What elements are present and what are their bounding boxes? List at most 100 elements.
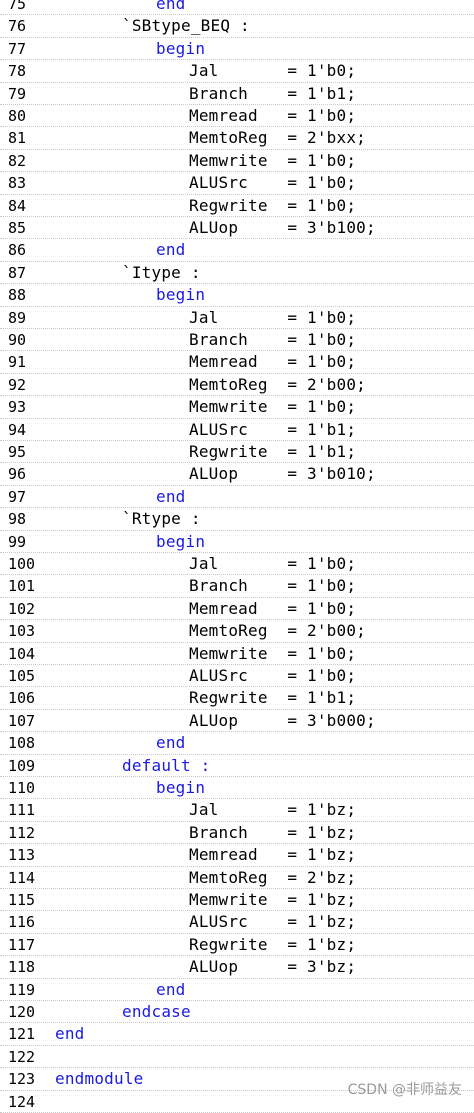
- line-separator: [0, 14, 474, 16]
- code-line[interactable]: 85 ALUop = 3'b100;: [0, 217, 474, 240]
- code-line[interactable]: 98`Rtype :: [0, 508, 474, 531]
- line-separator: [0, 171, 474, 173]
- csdn-watermark: CSDN @非师益友: [347, 1082, 462, 1098]
- code-keyword: end: [156, 979, 186, 999]
- code-text: Jal = 1'b0;: [189, 554, 357, 573]
- code-text: ALUop = 3'bz;: [189, 957, 357, 977]
- line-number: 102: [8, 599, 36, 618]
- line-separator: [0, 955, 474, 957]
- line-number: 118: [8, 958, 36, 977]
- line-separator: [0, 865, 474, 867]
- code-line[interactable]: 123 endmodule: [0, 1068, 474, 1091]
- line-number: 80: [8, 107, 27, 125]
- code-line[interactable]: 117 Regwrite = 1'bz;: [0, 934, 474, 957]
- code-keyword: endmodule: [55, 1069, 144, 1089]
- line-number: 92: [8, 375, 27, 394]
- code-line[interactable]: 87`Itype :: [0, 262, 474, 285]
- code-line[interactable]: 76`SBtype_BEQ :: [0, 15, 474, 38]
- line-number: 96: [8, 465, 27, 484]
- line-separator: [0, 551, 474, 553]
- code-keyword: begin: [156, 38, 206, 58]
- code-text: Regwrite = 1'b1;: [189, 442, 357, 461]
- line-separator: [0, 395, 474, 397]
- line-separator: [0, 81, 474, 83]
- code-line[interactable]: 118 ALUop = 3'bz;: [0, 956, 474, 979]
- line-number: 105: [8, 667, 36, 685]
- line-separator: [0, 932, 474, 934]
- code-line[interactable]: 119 end: [0, 979, 474, 1001]
- code-line[interactable]: 107 ALUop = 3'b000;: [0, 710, 474, 733]
- line-number: 107: [8, 711, 36, 730]
- line-number: 85: [8, 219, 27, 237]
- line-separator: [0, 1089, 474, 1091]
- code-text: Regwrite = 1'bz;: [189, 934, 357, 954]
- line-separator: [0, 731, 474, 733]
- code-keyword: begin: [156, 285, 206, 305]
- line-separator: [0, 977, 474, 979]
- code-keyword: end: [156, 733, 186, 753]
- line-number: 78: [8, 62, 27, 81]
- line-number: 84: [8, 196, 27, 215]
- line-number: 119: [8, 980, 36, 999]
- code-keyword: end: [156, 0, 186, 13]
- line-number: 93: [8, 398, 27, 417]
- line-separator: [0, 1022, 474, 1024]
- line-number: 79: [8, 84, 27, 103]
- line-number: 117: [8, 935, 36, 954]
- line-number: 82: [8, 151, 27, 170]
- code-text: Regwrite = 1'b1;: [189, 688, 357, 708]
- line-number: 76: [8, 17, 27, 36]
- code-keyword: begin: [156, 531, 206, 551]
- line-number: 110: [8, 779, 36, 797]
- line-number: 103: [8, 622, 36, 641]
- line-number: 115: [8, 891, 36, 909]
- code-text: ALUSrc = 1'b1;: [189, 419, 357, 439]
- code-keyword: end: [156, 486, 186, 506]
- code-text: ALUop = 3'b100;: [189, 218, 376, 237]
- code-line[interactable]: 122: [0, 1046, 474, 1069]
- line-number: 116: [8, 913, 36, 932]
- line-number: 123: [8, 1070, 36, 1089]
- code-text: ALUop = 3'b000;: [189, 710, 376, 730]
